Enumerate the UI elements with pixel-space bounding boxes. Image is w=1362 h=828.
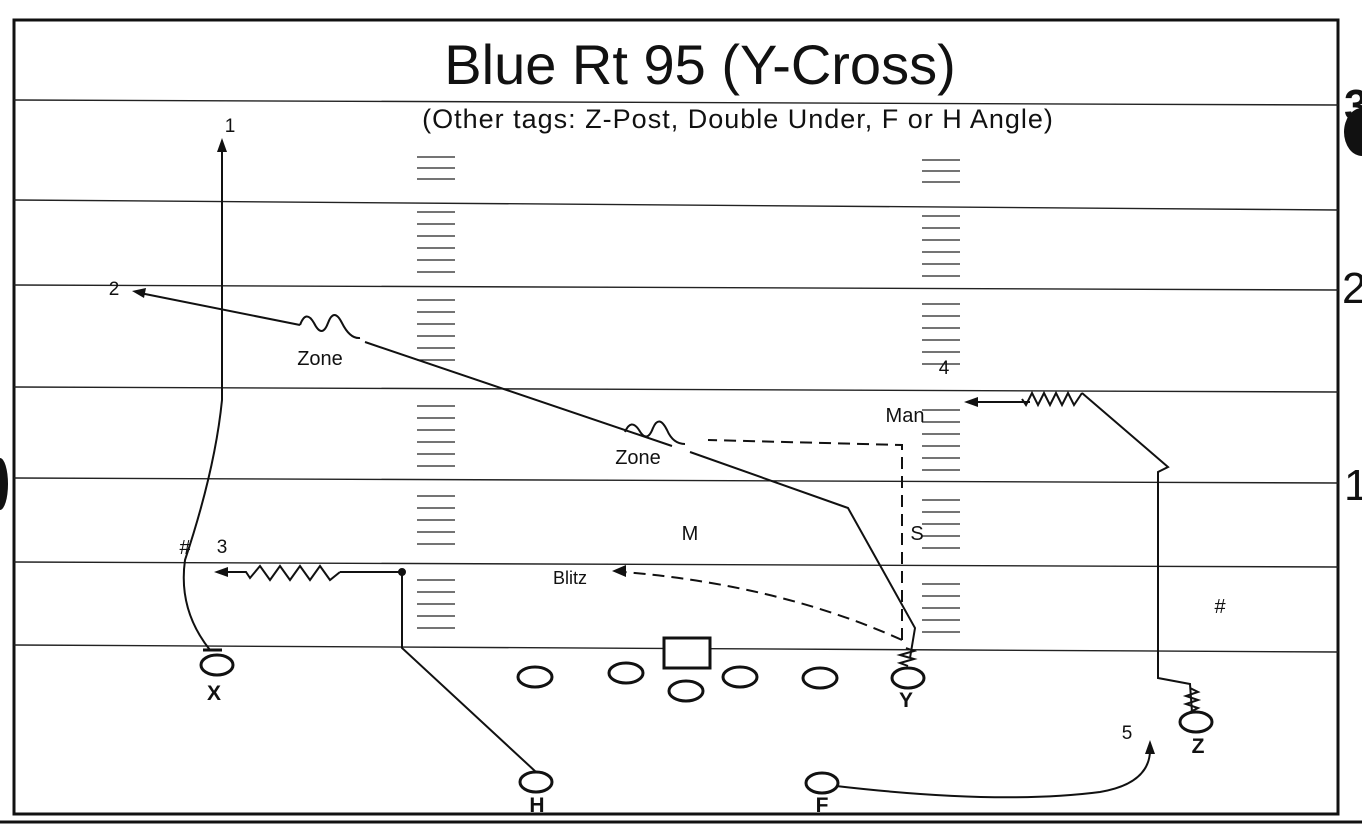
left-tackle — [516, 665, 554, 689]
left-guard — [607, 661, 645, 685]
player-y-label: Y — [899, 689, 913, 712]
player-f-marker — [804, 771, 840, 795]
route-f-swing — [835, 751, 1151, 799]
route-h-out — [340, 571, 537, 773]
hash-marks-left — [417, 156, 455, 629]
hash-marks-right — [922, 159, 960, 633]
player-x-marker — [199, 653, 235, 677]
route-z-arrowhead — [964, 397, 978, 407]
route-z-wiggle-los — [1182, 687, 1202, 713]
route-y-arrowhead — [132, 288, 146, 298]
route-number-3: 3 — [217, 537, 228, 558]
blitz-label: Blitz — [553, 568, 587, 588]
player-x-label: X — [207, 682, 221, 705]
sam-drop-path — [707, 439, 903, 640]
defender-sam: S — [910, 523, 923, 545]
center — [662, 636, 712, 670]
player-f-label: F — [816, 794, 829, 817]
player-h-label: H — [529, 794, 544, 817]
offensive-line — [516, 636, 839, 703]
man-label: Man — [886, 405, 925, 427]
player-z-label: Z — [1192, 735, 1205, 758]
binder-hole-left — [0, 458, 8, 510]
route-y-zone-wiggle-2 — [624, 420, 686, 445]
route-h-plant-dot — [398, 568, 406, 576]
routes — [132, 138, 1202, 799]
route-y-wiggle-los — [896, 647, 918, 667]
right-tackle — [801, 666, 839, 690]
route-number-2: 2 — [109, 279, 120, 300]
blitz-path — [623, 571, 903, 641]
route-h-arrowhead — [214, 567, 228, 577]
route-number-4: 4 — [939, 358, 950, 379]
route-z-wiggle — [1021, 390, 1083, 408]
route-y-zone-wiggle-1 — [299, 314, 361, 340]
yard-lines — [13, 99, 1339, 653]
route-h-wiggle — [228, 564, 341, 582]
edge-number-low: 1 — [1344, 461, 1362, 510]
diagram-border — [12, 18, 1340, 816]
route-y-cross — [139, 292, 917, 659]
left-hash-symbol: # — [179, 537, 191, 559]
zone-label-mid: Zone — [615, 447, 661, 469]
play-subtitle: (Other tags: Z-Post, Double Under, F or … — [422, 104, 1054, 134]
route-z-dig — [978, 392, 1193, 713]
route-number-5: 5 — [1122, 723, 1133, 744]
skill-players — [199, 653, 1214, 795]
route-x-arrowhead — [217, 138, 227, 152]
quarterback — [667, 679, 705, 703]
player-z-marker — [1178, 710, 1214, 734]
blitz-arrowhead — [612, 565, 626, 577]
right-guard — [721, 665, 759, 689]
right-hash-symbol: # — [1214, 596, 1226, 618]
edge-number-mid: 2 — [1342, 264, 1362, 313]
route-x-go — [182, 145, 223, 651]
player-y-marker — [890, 666, 926, 690]
route-f-arrowhead — [1145, 740, 1155, 754]
player-h-marker — [518, 770, 554, 794]
route-number-1: 1 — [225, 116, 236, 137]
play-title: Blue Rt 95 (Y-Cross) — [444, 33, 955, 96]
defender-mike: M — [682, 523, 699, 545]
binder-hole-right — [1344, 108, 1362, 156]
zone-label-deep: Zone — [297, 348, 343, 370]
